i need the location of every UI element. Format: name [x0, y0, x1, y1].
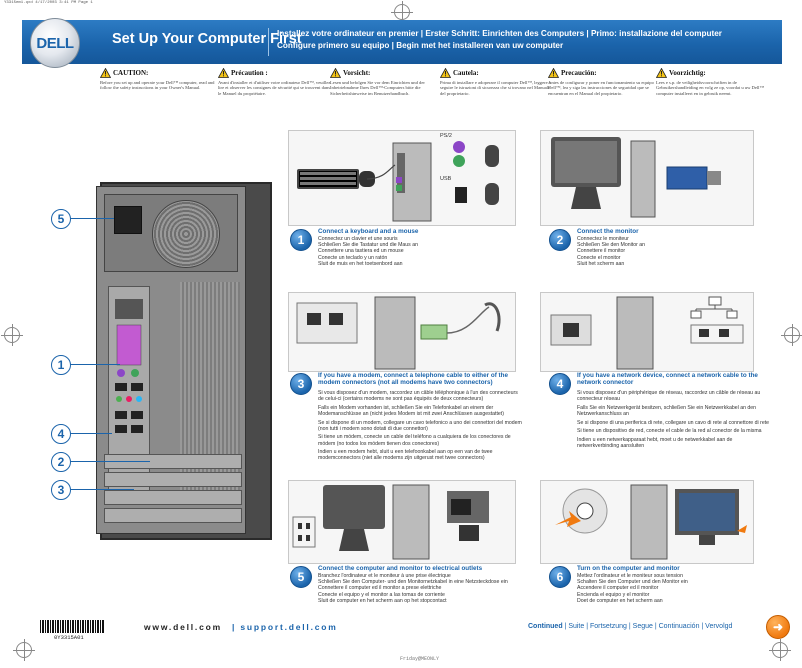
- caution-heading: Cautela:: [440, 68, 556, 78]
- warning-icon: [330, 68, 341, 78]
- step-6-title: Turn on the computer and monitor: [577, 565, 680, 572]
- warning-icon: [100, 68, 111, 78]
- callout-line: [70, 461, 150, 463]
- callout-line: [70, 218, 114, 220]
- step-4-title: If you have a network device, connect a …: [577, 372, 758, 387]
- support-url-link[interactable]: | support.dell.com: [232, 622, 338, 632]
- registration-mark: [769, 639, 791, 661]
- illustration-power-outlets: [288, 480, 516, 564]
- ps2-label: PS/2: [440, 133, 452, 139]
- page-title: Set Up Your Computer First: [112, 31, 302, 47]
- callout-line: [70, 433, 112, 435]
- barcode: [40, 620, 104, 633]
- caution-block: CAUTION: Before you set up and operate yo…: [100, 68, 216, 91]
- caution-block: Cautela: Prima di installare e adoperare …: [440, 68, 556, 96]
- caution-text: Lees e s.p. de veiligheidsvoorschriften …: [656, 80, 764, 96]
- callout-1: 1: [51, 355, 71, 375]
- illustration-modem: [288, 292, 516, 372]
- registration-mark: [781, 324, 802, 346]
- step-5-title: Connect the computer and monitor to elec…: [318, 565, 483, 572]
- caution-text: Before you set up and operate your Dell™…: [100, 80, 215, 91]
- step-1-badge: 1: [290, 229, 312, 251]
- callout-line: [70, 489, 134, 491]
- callout-4: 4: [51, 424, 71, 444]
- print-footer-meta: Friday@MEONLY: [400, 656, 440, 662]
- registration-mark: [391, 1, 413, 23]
- warning-icon: [440, 68, 451, 78]
- caution-block: Vorsicht: Lesen und befolgen Sie vor dem …: [330, 68, 446, 96]
- io-panel: [108, 286, 150, 502]
- step-3-body: Si vous disposez d'un modem, raccordez u…: [318, 390, 522, 462]
- page-subtitle: Installez votre ordinateur en premier | …: [277, 29, 722, 50]
- header-banner: [22, 20, 782, 64]
- title-divider: [268, 28, 269, 56]
- expansion-slot: [104, 508, 242, 523]
- step-5-badge: 5: [290, 566, 312, 588]
- callout-2: 2: [51, 452, 71, 472]
- expansion-slot: [104, 472, 242, 487]
- step-1-title: Connect a keyboard and a mouse: [318, 228, 419, 235]
- next-page-arrow-icon[interactable]: ➜: [766, 615, 790, 639]
- dell-url-link[interactable]: www.dell.com: [144, 622, 222, 632]
- caution-block: Precaución: Antes de configurar y poner e…: [548, 68, 664, 96]
- caution-heading: Precaución:: [548, 68, 664, 78]
- caution-block: Précaution : Avant d'installer et d'utili…: [218, 68, 334, 96]
- step-4-body: Si vous disposez d'un périphérique de ré…: [577, 390, 770, 449]
- registration-mark: [13, 639, 35, 661]
- caution-block: Voorzichtig: Lees e s.p. de veiligheidsvo…: [656, 68, 772, 96]
- barcode-number: 0Y3315A01: [54, 634, 84, 641]
- caution-text: Prima di installare e adoperare il compu…: [440, 80, 551, 96]
- caution-heading: Vorsicht:: [330, 68, 446, 78]
- caution-heading: Précaution :: [218, 68, 334, 78]
- step-3-title: If you have a modem, connect a telephone…: [318, 372, 508, 387]
- caution-text: Avant d'installer et d'utiliser votre or…: [218, 80, 331, 96]
- power-connector-icon: [114, 206, 142, 234]
- warning-icon: [548, 68, 559, 78]
- dell-logo: DELL: [30, 18, 80, 68]
- callout-line: [70, 364, 120, 366]
- fan-icon: [152, 200, 220, 268]
- callout-5: 5: [51, 209, 71, 229]
- expansion-slot-modem: [104, 490, 242, 505]
- continued-label: Continued | Suite | Fortsetzung | Segue …: [528, 623, 733, 630]
- caution-heading: CAUTION:: [100, 68, 216, 78]
- illustration-network: [540, 292, 754, 372]
- step-2-title: Connect the monitor: [577, 228, 639, 235]
- print-header-meta: Y3315em1.qxd 4/17/2003 3:41 PM Page 1: [4, 1, 93, 5]
- illustration-keyboard-mouse: [288, 130, 516, 226]
- illustration-power-on: [540, 480, 754, 564]
- caution-heading: Voorzichtig:: [656, 68, 772, 78]
- caution-text: Antes de configurar y poner en funcionam…: [548, 80, 654, 96]
- warning-icon: [656, 68, 667, 78]
- step-5-body: Branchez l'ordinateur et le moniteur à u…: [318, 573, 508, 604]
- step-2-badge: 2: [549, 229, 571, 251]
- registration-mark: [1, 324, 23, 346]
- warning-icon: [218, 68, 229, 78]
- illustration-monitor: [540, 130, 754, 226]
- step-6-badge: 6: [549, 566, 571, 588]
- step-4-badge: 4: [549, 373, 571, 395]
- step-6-body: Mettez l'ordinateur et le moniteur sous …: [577, 573, 688, 604]
- step-3-badge: 3: [290, 373, 312, 395]
- callout-3: 3: [51, 480, 71, 500]
- usb-label: USB: [440, 176, 452, 182]
- caution-text: Lesen und befolgen Sie vor dem Einrichte…: [330, 80, 425, 96]
